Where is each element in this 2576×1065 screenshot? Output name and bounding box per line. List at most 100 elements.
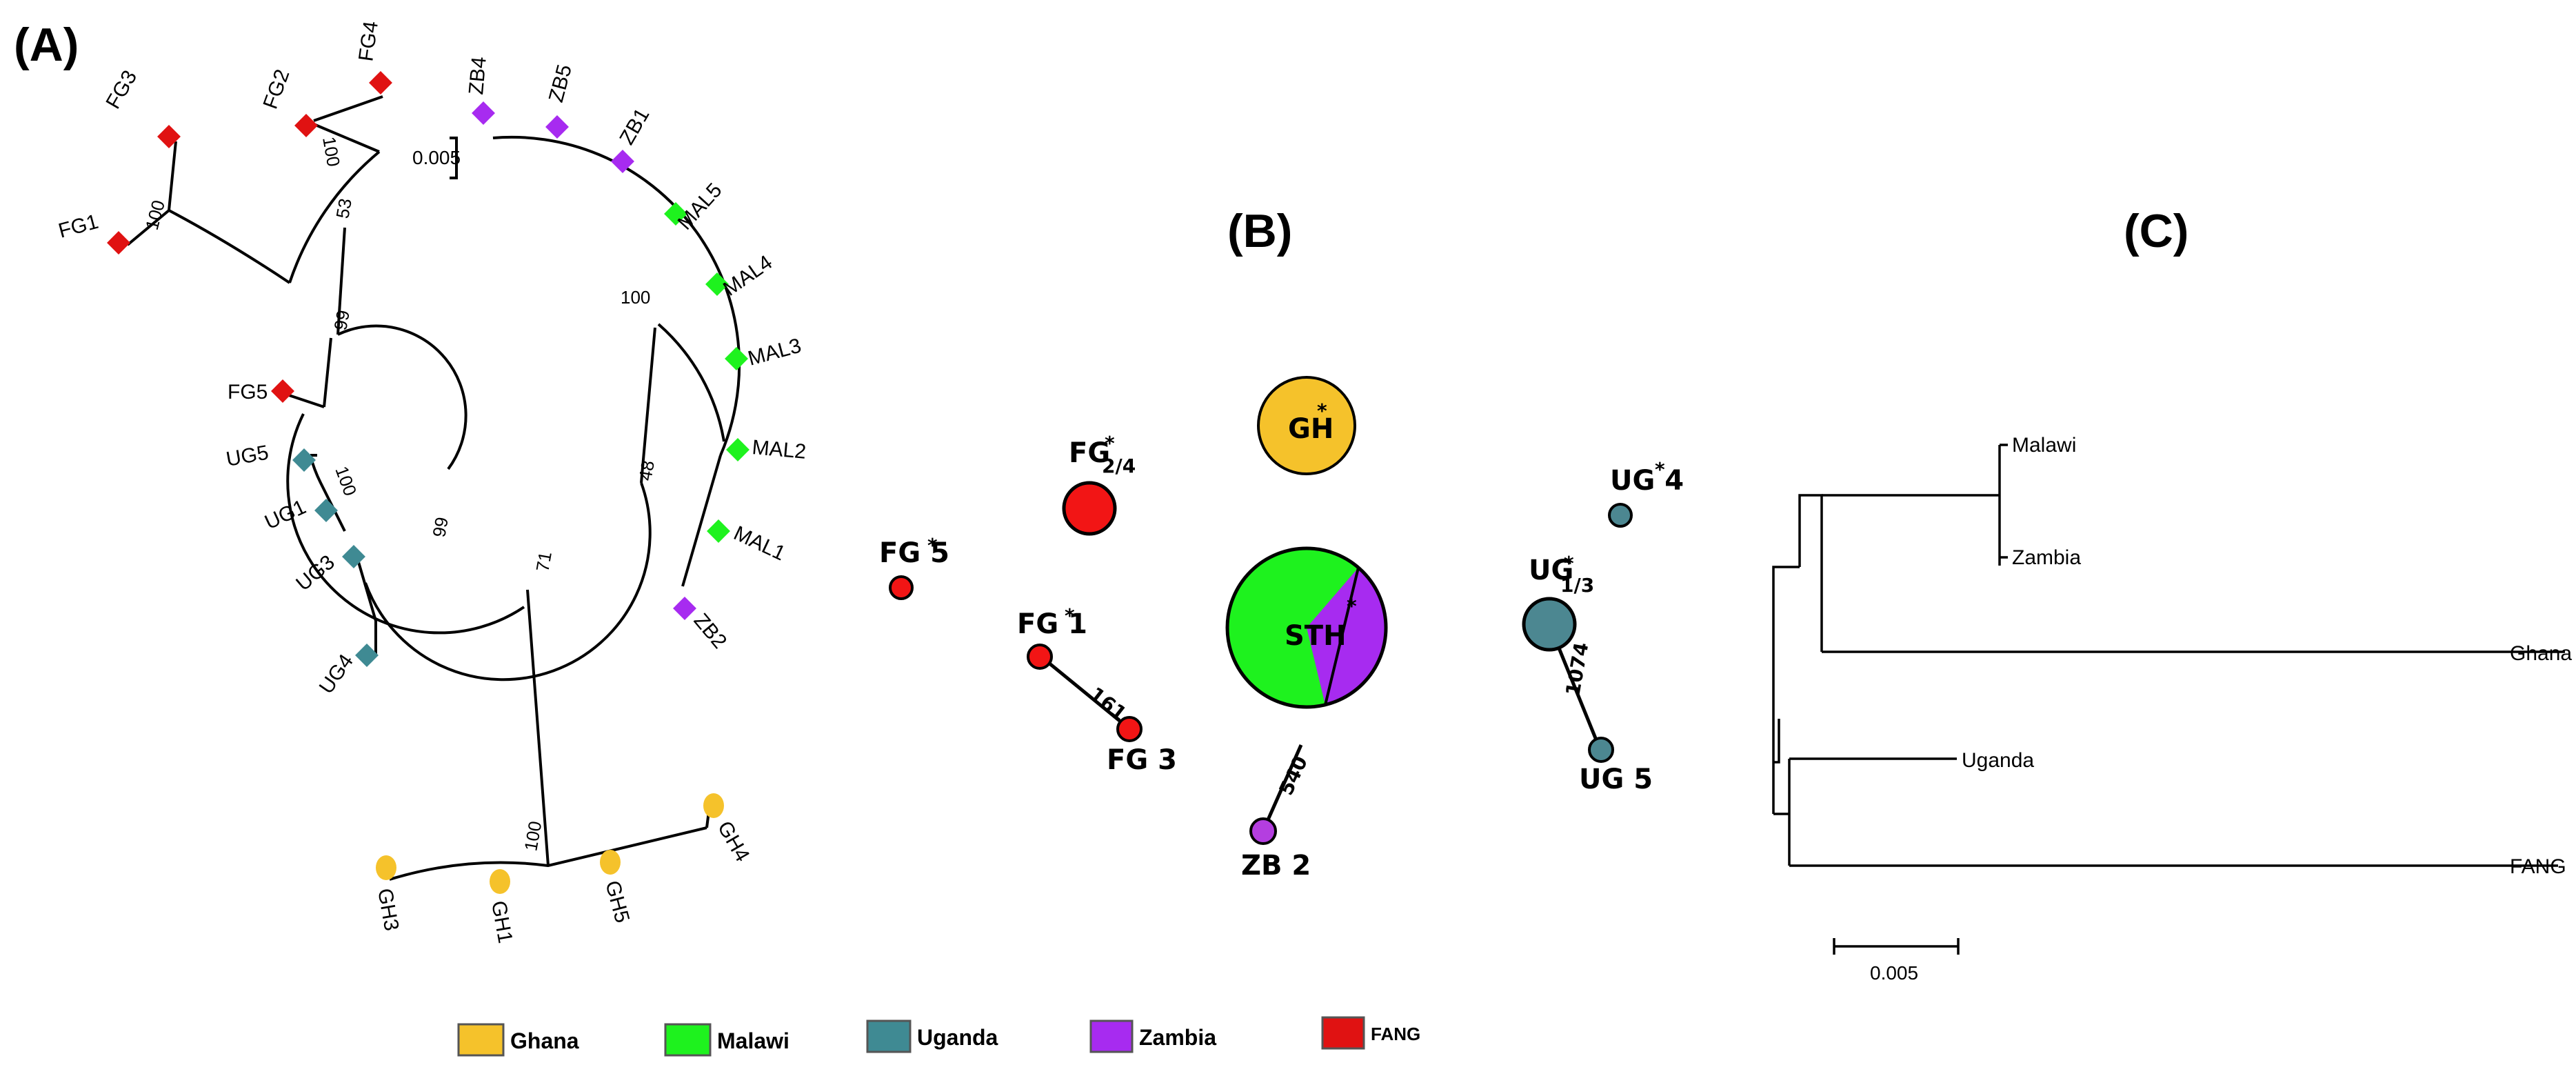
bootstrap-ug: 100 [331,464,361,499]
leaf-marker-fg2 [294,114,318,137]
legend-swatch-uganda [866,1019,912,1053]
node-label-fg3: FG 3 [1107,744,1177,776]
tree-a-mz-stem [640,327,656,484]
node-star-gh: * [1317,399,1327,422]
legend-label-malawi: Malawi [717,1028,789,1053]
leaf-label-gh4: GH4 [713,817,754,866]
bootstrap-71: 71 [532,550,556,573]
leaf-marker-zb5 [545,115,569,139]
bootstrap-gh: 100 [520,819,545,853]
tree-a-mz-arc [492,135,741,456]
node-label-fg1: FG 1 [1017,608,1087,640]
legend-swatch-malawi [664,1023,712,1057]
node-gh [1257,376,1356,475]
tree-a-mal-arc [657,323,725,442]
leaf-label-gh3: GH3 [373,886,403,932]
legend-swatch-ghana [457,1023,505,1057]
leaf-marker-mal4 [705,272,729,296]
tree-c: Malawi Zambia Ghana Uganda FANG 0.005 [1772,434,2572,984]
tree-c-ingroup [1798,494,1823,652]
tree-c-root [1772,566,1800,762]
node-star-fg5: * [927,534,938,557]
bootstrap-99b: 99 [428,515,452,539]
edge-label-zb: 540 [1274,753,1312,799]
leaf-label-mal5: MAL5 [674,179,727,234]
leaf-label-ug1: UG1 [261,495,310,534]
bootstrap-mal: 100 [621,287,650,308]
node-sth-zambia-slice [1307,568,1387,705]
node-label-ug13: UG [1529,555,1573,586]
node-fg1 [1027,644,1053,670]
edge-fg1-fg3 [1040,655,1129,729]
leaf-marker-fg1 [107,231,130,255]
leaf-marker-mal1 [707,519,730,543]
leaf-marker-gh5 [600,850,621,875]
leaf-marker-ug1 [314,499,338,522]
bootstrap-fg1: 100 [141,198,169,232]
tree-c-label-zambia: Zambia [2012,546,2081,569]
bootstrap-fg24: 100 [319,135,344,168]
tree-a-gh-arc [389,826,707,881]
node-star-ug4: * [1655,458,1665,481]
node-label-zb2: ZB 2 [1241,850,1311,882]
tree-c-label-fang: FANG [2510,855,2566,878]
edge-label-ug: 1074 [1561,641,1593,697]
tree-a-fg4-branch [313,95,383,122]
leaf-label-mal4: MAL4 [719,251,776,301]
tree-a-fg-arc [288,150,381,283]
leaf-marker-mal5 [664,202,687,226]
node-fg3 [1116,716,1143,742]
tree-a-gh-stem [526,589,550,866]
haplotype-network: 161 540 1074 GH * FG 2/4 * FG 5 * FG 1 *… [879,376,1684,882]
leaf-marker-zb1 [611,150,634,173]
node-ug4 [1608,503,1633,528]
tree-a: 0.005 [56,20,807,945]
leaf-marker-zb4 [472,101,495,125]
leaf-marker-gh4 [703,793,724,818]
node-ug13 [1522,597,1577,652]
bootstrap-48: 48 [634,459,658,482]
leaf-label-zb4: ZB4 [465,56,491,96]
bootstrap-53: 53 [332,197,356,220]
legend-label-fang: FANG [1371,1024,1420,1044]
leaf-label-fg3: FG3 [101,66,141,112]
panel-label-c: (C) [2124,205,2188,257]
tree-a-scale-bar: 0.005 [412,137,461,179]
node-ug5 [1588,737,1614,763]
tree-a-scale-label: 0.005 [412,147,461,168]
leaf-marker-fg5 [271,379,294,403]
leaf-marker-zb2 [673,597,696,620]
tree-c-label-uganda: Uganda [1962,749,2034,772]
tree-a-fg2-branch [313,123,380,153]
tree-a-fg1-branch [126,209,170,246]
legend-swatch-zambia [1089,1019,1134,1053]
node-label-sth: STH [1285,620,1347,652]
leaf-label-zb1: ZB1 [615,104,654,148]
edge-ug13-ug5 [1551,634,1602,749]
node-star-sth: * [1347,595,1357,617]
node-sub-fg24: 2/4 [1102,455,1136,477]
node-label-fg5: FG 5 [879,537,949,569]
tree-a-mid-arc [364,482,652,681]
tree-c-scale-label: 0.005 [1870,962,1918,984]
tree-a-fg-branch [336,227,346,335]
leaf-label-gh5: GH5 [601,878,634,925]
leaf-label-mal2: MAL2 [751,436,807,464]
leaf-label-mal3: MAL3 [745,335,803,370]
leaf-marker-fg4 [369,71,392,94]
node-sth-outline [1225,546,1388,709]
leaf-marker-mal3 [725,347,748,370]
tree-c-label-ghana: Ghana [2510,642,2572,665]
leaf-label-fg1: FG1 [56,210,101,243]
panel-label-b: (B) [1227,205,1292,257]
legend: Ghana Malawi Uganda Zambia FANG [457,1016,1420,1057]
leaf-marker-ug5 [292,448,316,472]
legend-swatch-fang [1321,1016,1365,1050]
node-sth-divider [1324,567,1360,706]
node-zb2 [1249,817,1277,845]
tree-a-ug4-branch [357,561,377,655]
leaf-marker-ug3 [342,545,365,568]
node-label-fg24: FG [1069,437,1110,469]
panel-label-a: (A) [14,19,79,71]
